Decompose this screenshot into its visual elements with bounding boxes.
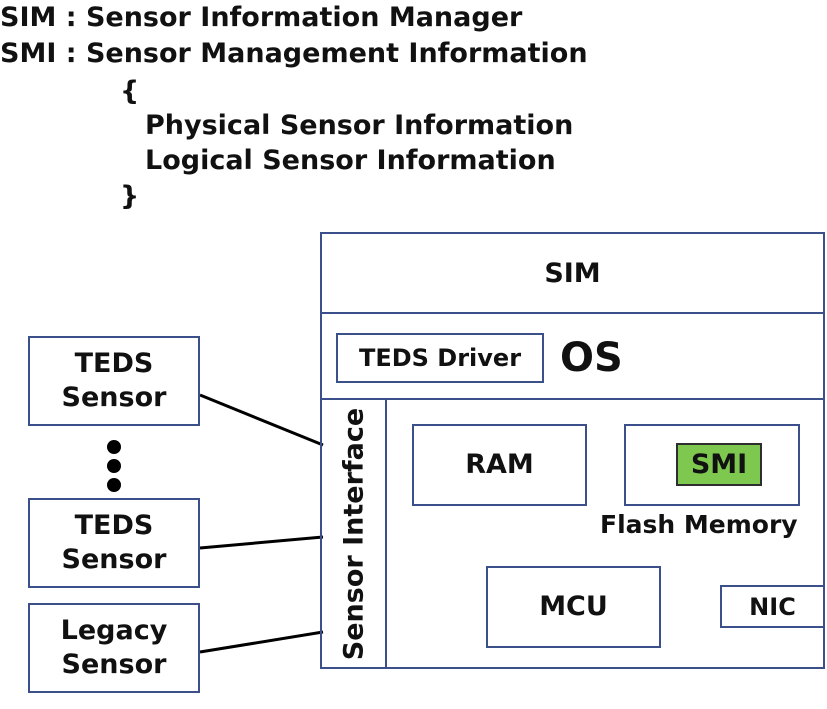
brace-close: } — [120, 181, 140, 212]
wire-teds-sensor-2 — [199, 535, 324, 550]
wire-teds-sensor-1 — [199, 393, 324, 447]
legacy-sensor-line2: Sensor — [61, 649, 167, 680]
teds-sensor-box-1: TEDS Sensor — [28, 336, 200, 426]
definition-logical: Logical Sensor Information — [145, 145, 556, 176]
ellipsis-dots — [107, 440, 121, 492]
legacy-sensor-box: Legacy Sensor — [28, 603, 200, 693]
legacy-sensor-line1: Legacy — [60, 615, 168, 647]
ram-box: RAM — [412, 424, 587, 506]
definition-sim: SIM : Sensor Information Manager — [0, 2, 523, 33]
os-section — [320, 312, 825, 400]
ram-label: RAM — [465, 449, 534, 481]
teds-sensor-1-line2: Sensor — [61, 382, 167, 413]
definition-physical: Physical Sensor Information — [145, 110, 574, 141]
wire-legacy-sensor — [199, 630, 324, 654]
brace-open: { — [120, 76, 140, 107]
teds-driver-label: TEDS Driver — [358, 344, 522, 372]
mcu-box: MCU — [486, 566, 661, 648]
sensor-interface-column — [320, 398, 387, 669]
nic-label: NIC — [749, 592, 796, 621]
os-label: OS — [560, 335, 623, 381]
teds-sensor-1-line1: TEDS — [74, 348, 154, 380]
definition-smi: SMI : Sensor Management Information — [0, 38, 588, 69]
nic-box: NIC — [720, 585, 825, 628]
flash-memory-box — [624, 424, 800, 506]
teds-sensor-box-2: TEDS Sensor — [28, 498, 200, 588]
sensor-interface-label: Sensor Interface — [338, 407, 370, 661]
smi-box: SMI — [676, 443, 762, 486]
mcu-label: MCU — [539, 591, 608, 623]
teds-sensor-2-line1: TEDS — [74, 510, 154, 542]
sim-label: SIM — [544, 258, 601, 289]
flash-memory-label: Flash Memory — [600, 510, 798, 539]
teds-driver-box: TEDS Driver — [336, 333, 544, 383]
teds-sensor-2-line2: Sensor — [61, 544, 167, 575]
smi-label: SMI — [690, 448, 748, 480]
